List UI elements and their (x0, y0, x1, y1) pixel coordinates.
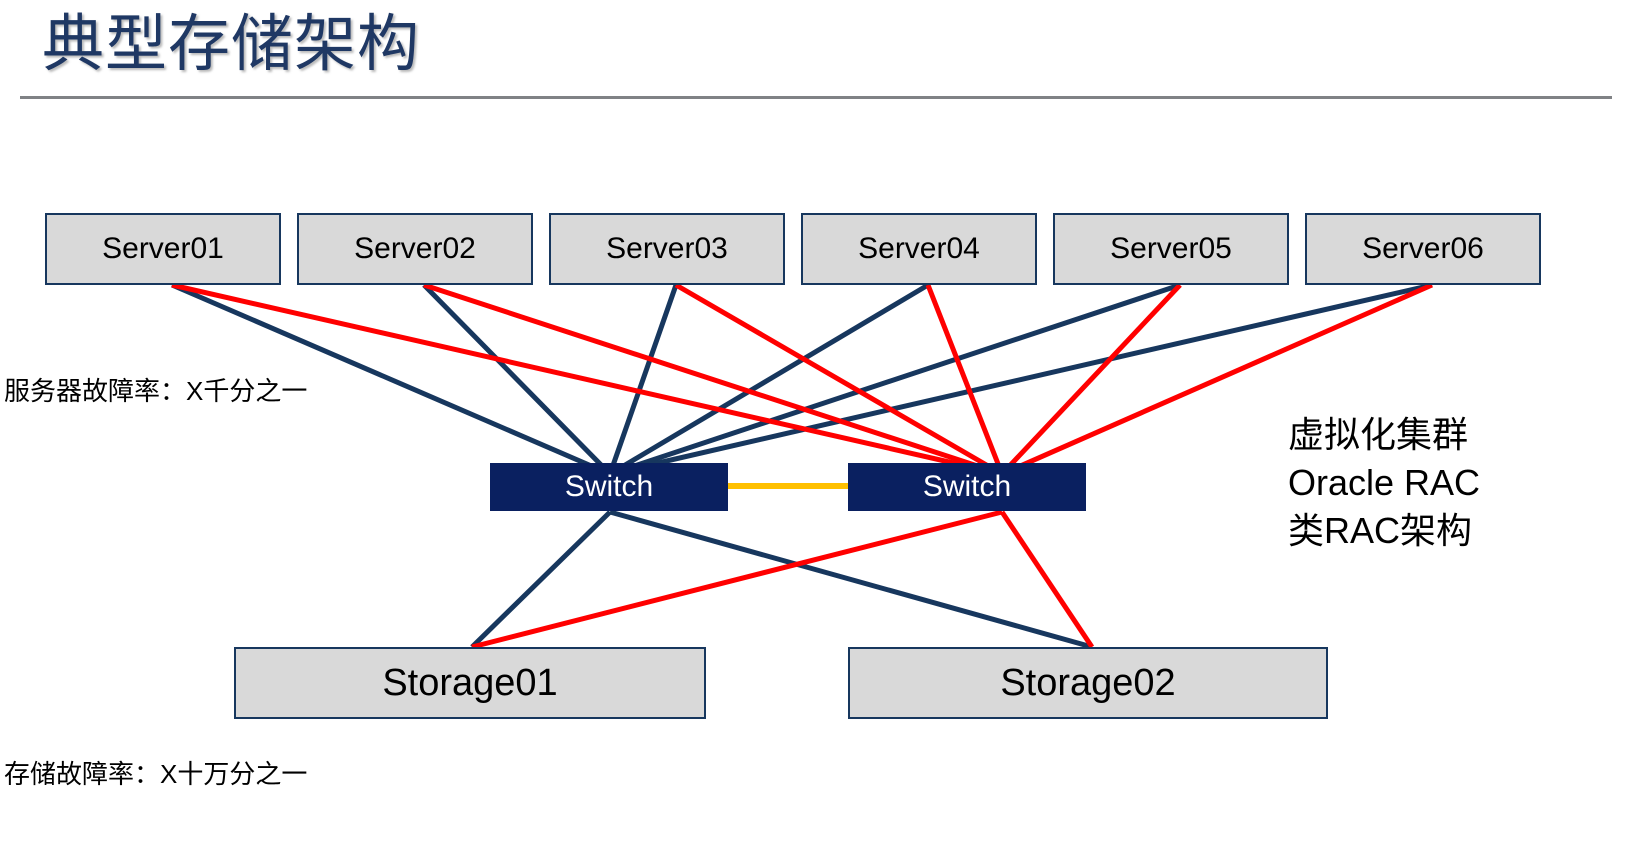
switch-label: Switch (922, 470, 1012, 503)
server-failure-rate-note: 服务器故障率：X千分之一 (4, 376, 308, 406)
switch-node-01[interactable]: Switch (490, 463, 728, 511)
links-switch1-to-storage (470, 509, 1093, 650)
server-node-06[interactable]: Server06 (1305, 213, 1541, 285)
cluster-note-block: 虚拟化集群 Oracle RAC 类RAC架构 (1288, 411, 1480, 555)
server-label: Server02 (354, 232, 476, 265)
switch-label: Switch (564, 470, 654, 503)
storage-label: Storage02 (1000, 661, 1176, 704)
server-label: Server04 (858, 232, 980, 265)
title-divider (20, 96, 1612, 99)
cluster-note-line-3: 类RAC架构 (1288, 510, 1473, 551)
server-node-05[interactable]: Server05 (1053, 213, 1289, 285)
links-switch2-to-storage (471, 509, 1095, 650)
storage-label: Storage01 (382, 661, 558, 704)
server-label: Server01 (102, 232, 224, 265)
links-to-switch-2 (171, 282, 1434, 477)
server-node-04[interactable]: Server04 (801, 213, 1037, 285)
cluster-note-line-2: Oracle RAC (1288, 462, 1481, 503)
storage-node-02[interactable]: Storage02 (848, 647, 1328, 719)
storage-node-01[interactable]: Storage01 (234, 647, 706, 719)
storage-failure-rate-note: 存储故障率：X十万分之一 (4, 759, 308, 789)
server-label: Server03 (606, 232, 728, 265)
cluster-note-line-1: 虚拟化集群 (1288, 414, 1469, 455)
switch-node-02[interactable]: Switch (848, 463, 1086, 511)
server-node-02[interactable]: Server02 (297, 213, 533, 285)
server-label: Server06 (1362, 232, 1484, 265)
server-node-01[interactable]: Server01 (45, 213, 281, 285)
page-title: 典型存储架构 (42, 10, 421, 79)
server-label: Server05 (1110, 232, 1232, 265)
server-node-03[interactable]: Server03 (549, 213, 785, 285)
links-to-switch-1 (171, 282, 1433, 477)
